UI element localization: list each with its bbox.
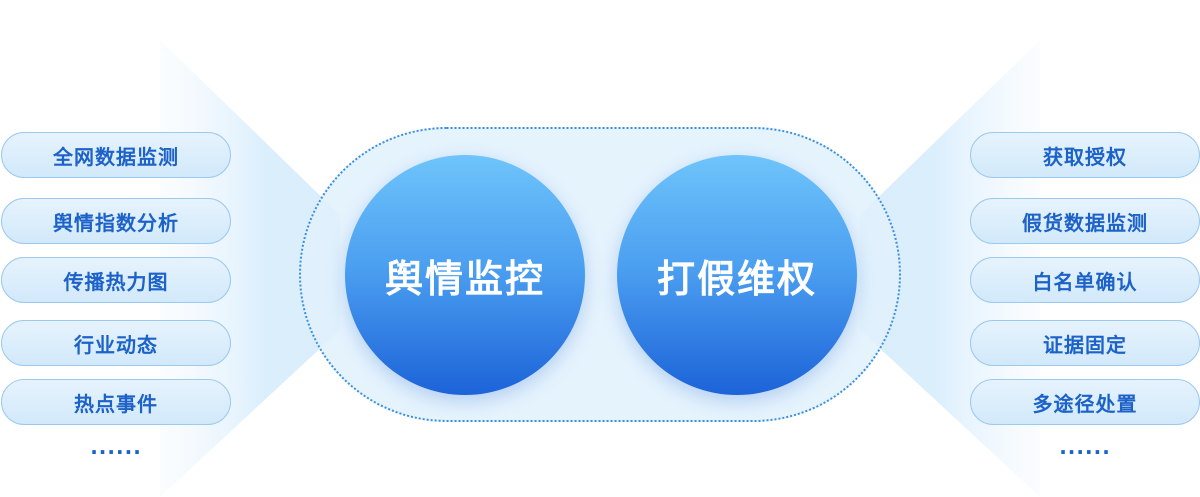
right-pill-disposal[interactable]: 多途径处置 — [970, 379, 1200, 425]
anti-counterfeit-circle[interactable]: 打假维权 — [617, 155, 857, 395]
left-pill-index-analysis[interactable]: 舆情指数分析 — [1, 198, 231, 244]
left-list-more: ...... — [90, 435, 142, 459]
left-pill-data-monitoring[interactable]: 全网数据监测 — [1, 132, 231, 178]
left-pill-hot-events[interactable]: 热点事件 — [1, 379, 231, 425]
right-pill-evidence[interactable]: 证据固定 — [970, 320, 1200, 366]
right-pill-get-authorization[interactable]: 获取授权 — [970, 132, 1200, 178]
right-pill-whitelist[interactable]: 白名单确认 — [970, 257, 1200, 303]
left-pill-heatmap[interactable]: 传播热力图 — [1, 257, 231, 303]
left-pill-industry-news[interactable]: 行业动态 — [1, 320, 231, 366]
sentiment-monitoring-label: 舆情监控 — [384, 256, 545, 301]
right-list-more: ...... — [1059, 435, 1111, 459]
sentiment-monitoring-circle[interactable]: 舆情监控 — [345, 155, 585, 395]
right-pill-fake-monitoring[interactable]: 假货数据监测 — [970, 198, 1200, 244]
anti-counterfeit-label: 打假维权 — [656, 256, 817, 301]
